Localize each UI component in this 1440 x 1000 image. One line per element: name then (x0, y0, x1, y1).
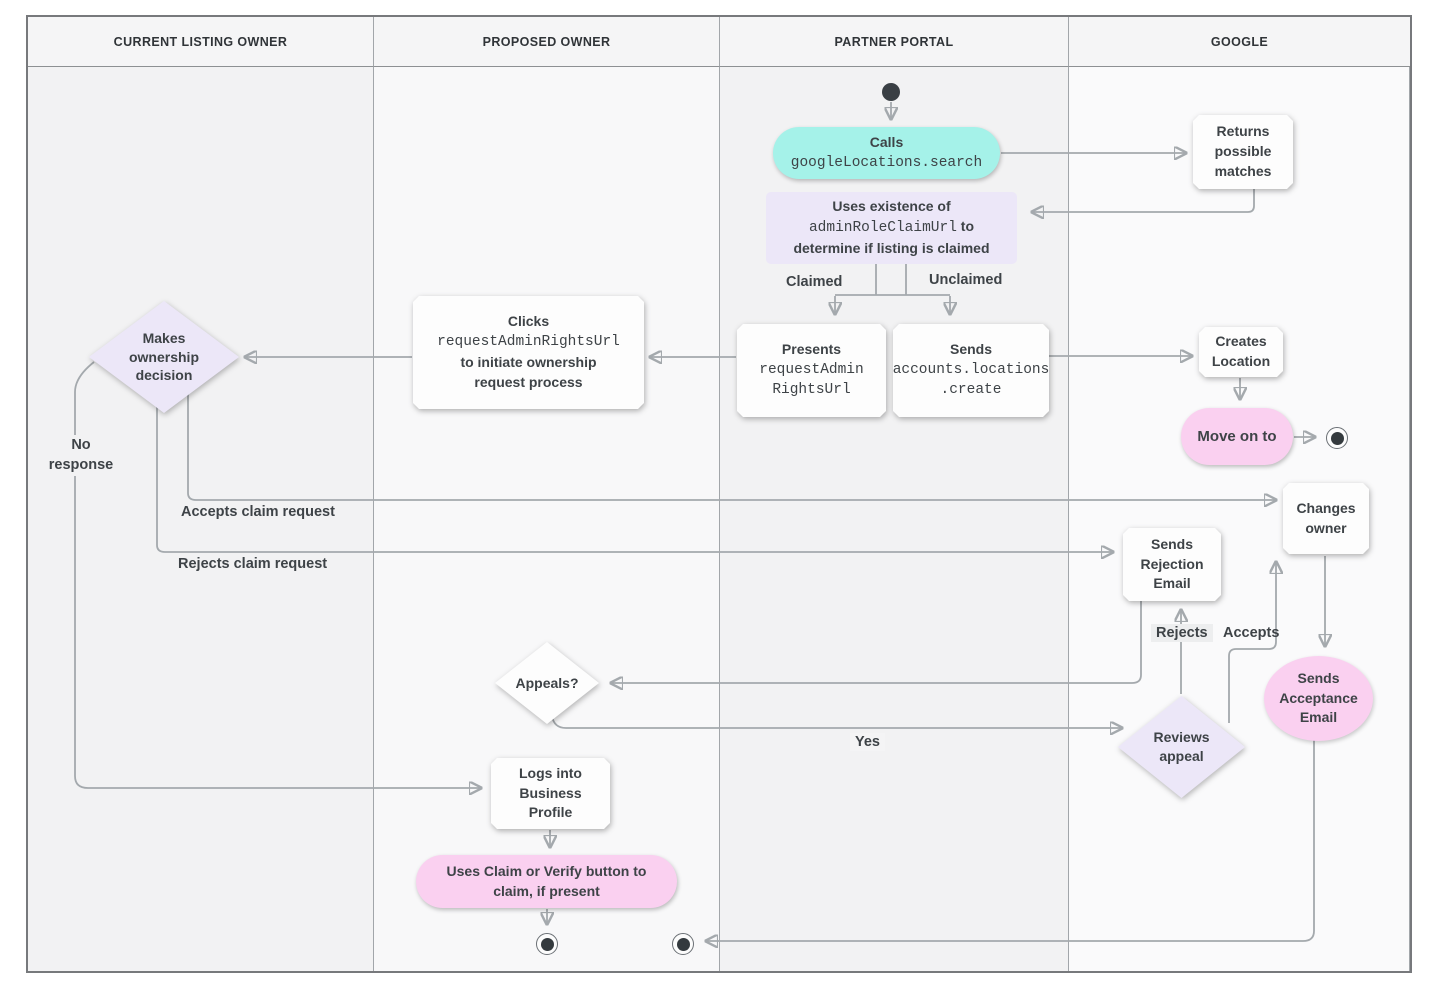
node-title: Calls (869, 133, 904, 150)
end-node-dot (540, 937, 554, 951)
node-sends-accounts-locations-create: Sends accounts.locations .create (893, 324, 1049, 417)
node-code: adminRoleClaimUrl (808, 220, 957, 237)
node-logs-into-business-profile: Logs into Business Profile (491, 758, 610, 829)
edge-returns-to-uses (1032, 189, 1255, 212)
edge-accepts (1228, 562, 1276, 723)
lane-header-label: PROPOSED OWNER (482, 34, 611, 49)
node-makes-ownership-decision: Makes ownership decision (89, 301, 239, 413)
edge-label-no-response: No response (36, 435, 126, 477)
node-label: Creates Location (1211, 333, 1271, 369)
node-label: Logs into Business Profile (519, 764, 582, 821)
node-label: Appeals? (515, 674, 579, 691)
node-title: Sends (949, 340, 992, 357)
edge-label-unclaimed: Unclaimed (924, 271, 1008, 289)
node-title: Clicks (507, 313, 550, 330)
edge-label-text: No response (48, 437, 114, 473)
node-uses-claim-or-verify: Uses Claim or Verify button to claim, if… (416, 855, 677, 908)
node-move-on-to: Move on to (1181, 408, 1293, 465)
node-code: .create (940, 382, 1002, 399)
edge-rejection-to-appeals (611, 599, 1142, 683)
start-node (882, 83, 900, 101)
edge-rejects-claim (156, 398, 1113, 552)
node-label: Returns possible matches (1214, 123, 1272, 179)
node-label: Makes ownership decision (128, 329, 199, 384)
node-label: Sends Acceptance Email (1279, 669, 1358, 726)
node-text: determine if listing is claimed (793, 239, 990, 256)
node-label: Changes owner (1296, 499, 1356, 536)
edge-accepts-claim (187, 390, 1276, 500)
node-presents-requestadminrightsurl: Presents requestAdmin RightsUrl (737, 324, 886, 417)
diagram-frame: CURRENT LISTING OWNER PROPOSED OWNER PAR… (26, 15, 1412, 973)
end-node-partner-portal (672, 933, 694, 955)
node-uses-existence: Uses existence of adminRoleClaimUrl to d… (766, 192, 1017, 264)
node-code: requestAdmin (759, 361, 864, 378)
node-code: RightsUrl (772, 382, 851, 399)
edge-label-rejects: Rejects (1151, 624, 1213, 642)
edge-label-text: Yes (855, 734, 880, 750)
end-node-dot (676, 937, 690, 951)
edge-yes (551, 715, 1122, 728)
edge-acceptance-to-end (706, 740, 1315, 941)
node-changes-owner: Changes owner (1283, 483, 1369, 554)
node-code: requestAdminRightsUrl (437, 334, 620, 351)
node-title: Presents (781, 340, 842, 357)
edge-label-yes: Yes (850, 733, 885, 751)
node-text: request process (474, 373, 583, 390)
node-reviews-appeal: Reviews appeal (1118, 696, 1245, 798)
lane-header-proposed-owner: PROPOSED OWNER (374, 17, 720, 67)
lane-header-label: GOOGLE (1210, 34, 1269, 49)
node-creates-location: Creates Location (1199, 327, 1283, 377)
edge-label-accepts-claim-request: Accepts claim request (176, 503, 340, 521)
edge-label-text: Claimed (786, 274, 843, 290)
edge-label-text: Rejects (1156, 625, 1208, 641)
edge-label-text: Rejects claim request (178, 556, 328, 572)
node-text: Uses existence of (832, 198, 951, 215)
end-node-proposed-owner (536, 933, 558, 955)
lane-header-current-listing-owner: CURRENT LISTING OWNER (28, 17, 374, 67)
edge-label-text: Unclaimed (929, 272, 1003, 288)
edge-label-accepts: Accepts (1218, 624, 1284, 642)
node-label: Reviews appeal (1153, 729, 1210, 764)
node-code: googleLocations.search (790, 154, 983, 171)
lane-current-listing-owner (28, 17, 374, 971)
node-returns-possible-matches: Returns possible matches (1193, 115, 1293, 189)
edge-no-response (74, 361, 481, 788)
node-text: to initiate ownership (460, 353, 597, 370)
node-sends-acceptance-email: Sends Acceptance Email (1264, 656, 1373, 741)
node-appeals: Appeals? (495, 642, 599, 724)
edge-label-claimed: Claimed (781, 273, 848, 291)
lane-header-label: PARTNER PORTAL (834, 34, 954, 49)
edge-label-text: Accepts (1223, 625, 1280, 641)
node-calls-googlelocations-search: Calls googleLocations.search (773, 127, 1000, 179)
node-label: Sends Rejection Email (1140, 535, 1204, 592)
end-node-google (1326, 427, 1348, 449)
node-clicks-requestadminrightsurl: Clicks requestAdminRightsUrl to initiate… (413, 296, 644, 409)
node-label: Move on to (1197, 427, 1277, 445)
node-label: Uses Claim or Verify button to claim, if… (446, 862, 647, 899)
node-sends-rejection-email: Sends Rejection Email (1123, 528, 1221, 601)
lane-header-partner-portal: PARTNER PORTAL (720, 17, 1069, 67)
node-code: accounts.locations (892, 361, 1050, 378)
end-node-dot (1330, 431, 1344, 445)
lane-header-label: CURRENT LISTING OWNER (113, 34, 288, 49)
node-text: to (960, 218, 975, 235)
edge-label-rejects-claim-request: Rejects claim request (173, 555, 333, 573)
lane-header-google: GOOGLE (1069, 17, 1410, 67)
edge-label-text: Accepts claim request (181, 504, 335, 520)
